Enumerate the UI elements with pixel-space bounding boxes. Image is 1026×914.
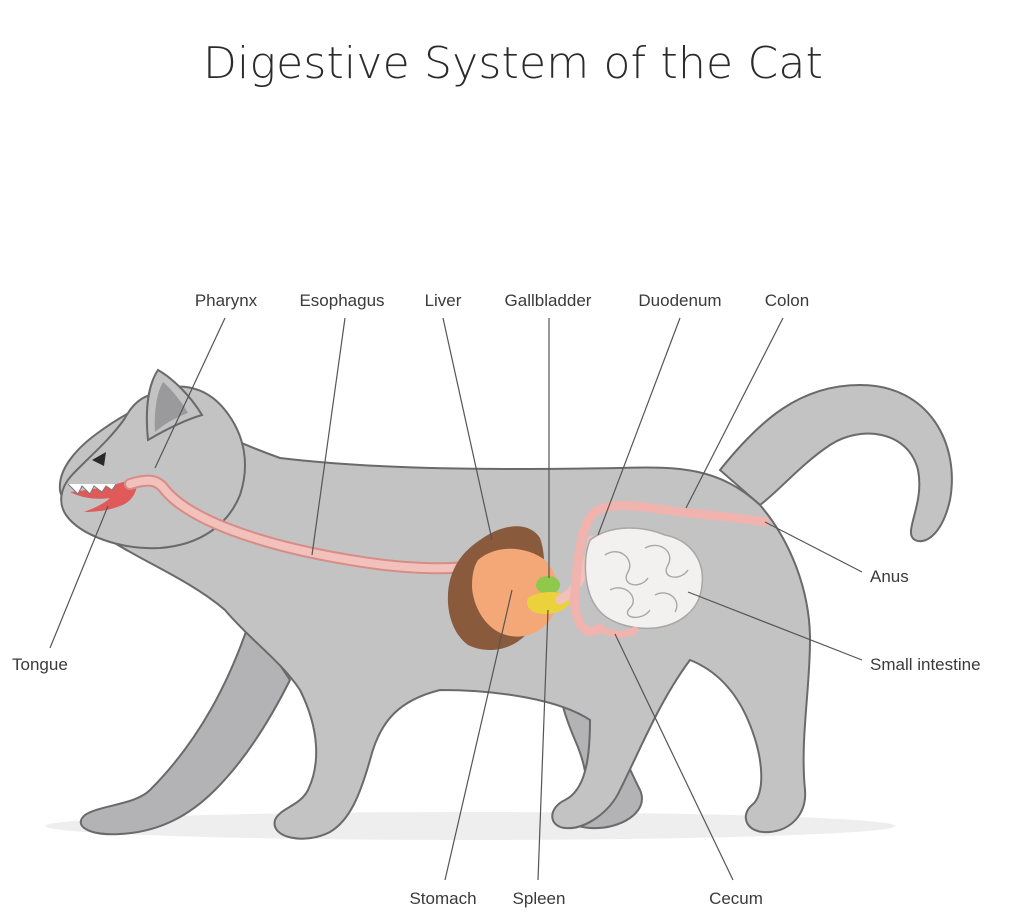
diagram-title: Digestive System of the Cat bbox=[202, 38, 824, 89]
label-spleen: Spleen bbox=[513, 889, 566, 908]
ground-shadow bbox=[45, 812, 895, 840]
cat-mouth bbox=[70, 478, 137, 512]
esophagus-tube-fill bbox=[126, 476, 484, 573]
leader-pharynx bbox=[154, 317, 226, 469]
stomach-organ bbox=[472, 548, 558, 637]
label-gallbladder: Gallbladder bbox=[505, 291, 592, 310]
colon-tube bbox=[570, 501, 770, 636]
label-anus: Anus bbox=[870, 567, 909, 586]
leader-liver bbox=[442, 317, 493, 541]
label-cecum: Cecum bbox=[709, 889, 763, 908]
leader-cecum bbox=[614, 633, 734, 881]
label-duodenum: Duodenum bbox=[638, 291, 721, 310]
leader-spleen bbox=[537, 609, 549, 881]
cat-tail bbox=[718, 383, 953, 543]
cat-teeth bbox=[67, 483, 117, 495]
small-intestine-coils bbox=[604, 544, 689, 618]
leader-duodenum bbox=[597, 317, 681, 536]
label-colon: Colon bbox=[765, 291, 809, 310]
leader-anus bbox=[764, 521, 863, 573]
label-esophagus: Esophagus bbox=[299, 291, 384, 310]
leader-stomach bbox=[444, 589, 513, 881]
label-small-intestine: Small intestine bbox=[870, 655, 981, 674]
label-tongue: Tongue bbox=[12, 655, 68, 674]
gallbladder-organ bbox=[536, 576, 560, 594]
leader-small-intestine bbox=[687, 591, 863, 661]
label-pharynx: Pharynx bbox=[195, 291, 258, 310]
label-liver: Liver bbox=[425, 291, 462, 310]
leader-colon bbox=[685, 317, 784, 509]
leader-tongue bbox=[49, 505, 109, 649]
label-stomach: Stomach bbox=[409, 889, 476, 908]
cat-far-fore-leg bbox=[79, 617, 292, 836]
cecum-pouch bbox=[596, 624, 639, 638]
leader-esophagus bbox=[311, 317, 346, 556]
cat-inner-ear bbox=[154, 382, 188, 432]
small-intestine-organ bbox=[584, 527, 704, 630]
cat-eye bbox=[92, 452, 106, 466]
